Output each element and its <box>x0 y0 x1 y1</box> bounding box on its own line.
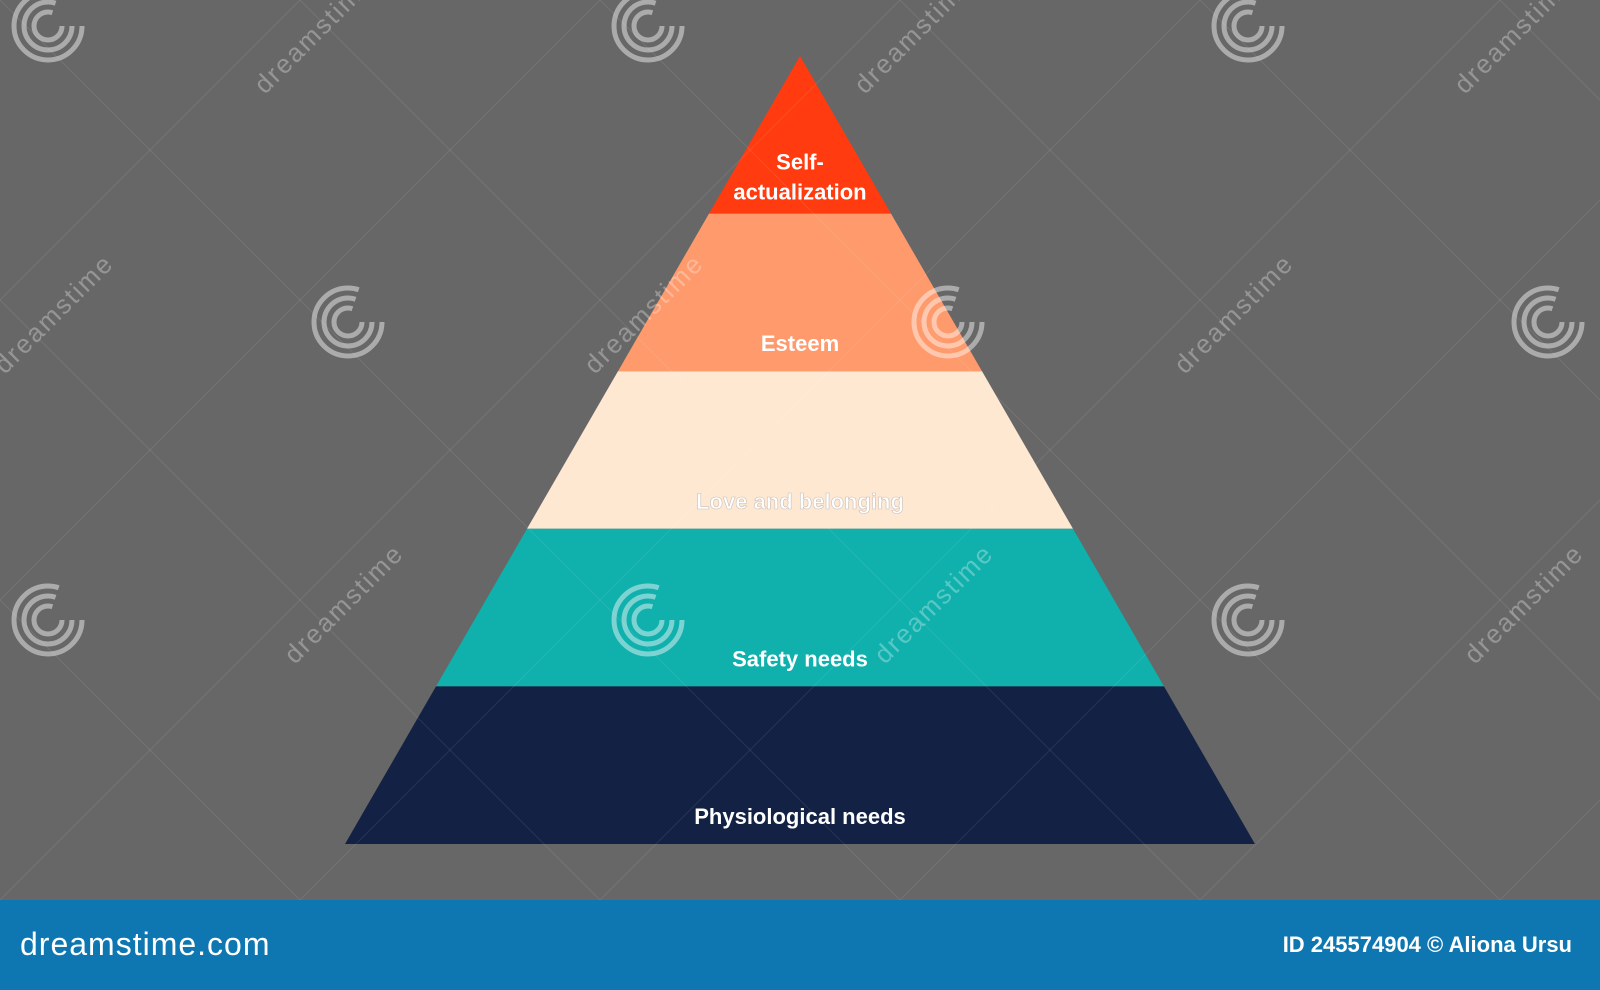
footer-credit: ID 245574904 © Aliona Ursu <box>1282 932 1572 957</box>
pyramid-level-1-label: Self-actualization <box>733 150 866 205</box>
footer-brand: dreamstime.com <box>20 926 271 962</box>
pyramid-level-4-label: Safety needs <box>732 646 868 671</box>
pyramid-level-2 <box>618 213 982 372</box>
pyramid-level-3 <box>527 371 1073 529</box>
pyramid-level-1 <box>709 56 891 214</box>
pyramid-level-2-label: Esteem <box>761 331 839 356</box>
pyramid-level-4 <box>436 528 1164 687</box>
pyramid-level-5-label: Physiological needs <box>694 804 906 829</box>
footer-bar: dreamstime.com ID 245574904 © Aliona Urs… <box>0 900 1600 990</box>
pyramid-level-5 <box>345 686 1255 844</box>
pyramid-level-3-label: Love and belonging <box>696 489 904 514</box>
